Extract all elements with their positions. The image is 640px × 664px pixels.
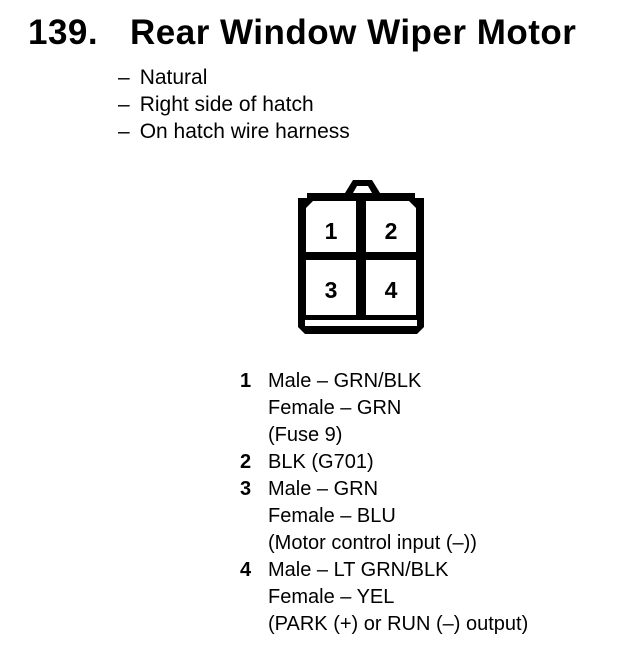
pin-item-3: 3 Male – GRN Female – BLU (Motor control…: [240, 476, 528, 557]
bullet-dash: –: [118, 66, 130, 89]
connector-pin-number-3: 3: [325, 277, 338, 303]
pin-wire-male: Male – GRN: [268, 478, 379, 500]
pin-wire-female: Female – YEL: [268, 586, 395, 608]
pin-item-4: 4 Male – LT GRN/BLK Female – YEL (PARK (…: [240, 557, 528, 638]
connector-cavity-1: [306, 201, 356, 252]
note-text: On hatch wire harness: [139, 120, 350, 143]
connector-pin-number-1: 1: [325, 218, 338, 244]
section-heading: 139. Rear Window Wiper Motor: [28, 13, 577, 52]
note-text: Right side of hatch: [139, 93, 314, 116]
section-number: 139.: [28, 13, 99, 52]
connector-tab-opening: [353, 186, 372, 193]
connector-cavity-2: [366, 201, 416, 252]
bullet-dash: –: [118, 93, 130, 116]
pin-item-lines: BLK (G701): [268, 449, 374, 476]
connector-pin-number-4: 4: [385, 277, 398, 303]
pin-wire: BLK (G701): [268, 451, 374, 473]
pin-wire-female: Female – GRN: [268, 397, 402, 419]
pin-function: (Motor control input (–)): [268, 532, 477, 554]
note-line: – On hatch wire harness: [118, 118, 350, 145]
pin-item-number: 1: [240, 370, 252, 392]
connector-pin-number-2: 2: [385, 218, 398, 244]
connector-cavity-4: [366, 260, 416, 315]
pin-item-number: 4: [240, 559, 252, 581]
pin-item-lines: Male – GRN Female – BLU (Motor control i…: [268, 476, 477, 557]
pin-wire-female: Female – BLU: [268, 505, 396, 527]
pin-item-1: 1 Male – GRN/BLK Female – GRN (Fuse 9): [240, 368, 528, 449]
note-line: – Right side of hatch: [118, 91, 350, 118]
notes-list: – Natural – Right side of hatch – On hat…: [118, 64, 350, 145]
pin-wire-male: Male – GRN/BLK: [268, 370, 422, 392]
pin-function: (PARK (+) or RUN (–) output): [268, 613, 529, 635]
pin-item-number: 3: [240, 478, 252, 500]
pin-description-list: 1 Male – GRN/BLK Female – GRN (Fuse 9) 2…: [240, 368, 528, 638]
note-line: – Natural: [118, 64, 350, 91]
page-title: Rear Window Wiper Motor: [130, 13, 577, 52]
pin-function: (Fuse 9): [268, 424, 343, 446]
pin-item-lines: Male – GRN/BLK Female – GRN (Fuse 9): [268, 368, 421, 449]
note-text: Natural: [139, 66, 208, 89]
pin-item-lines: Male – LT GRN/BLK Female – YEL (PARK (+)…: [268, 557, 528, 638]
pin-item-2: 2 BLK (G701): [240, 449, 528, 476]
connector-cavity-3: [306, 260, 356, 315]
pin-wire-male: Male – LT GRN/BLK: [268, 559, 449, 581]
connector-bottom-strip: [305, 320, 417, 326]
bullet-dash: –: [118, 120, 130, 143]
pin-item-number: 2: [240, 451, 252, 473]
